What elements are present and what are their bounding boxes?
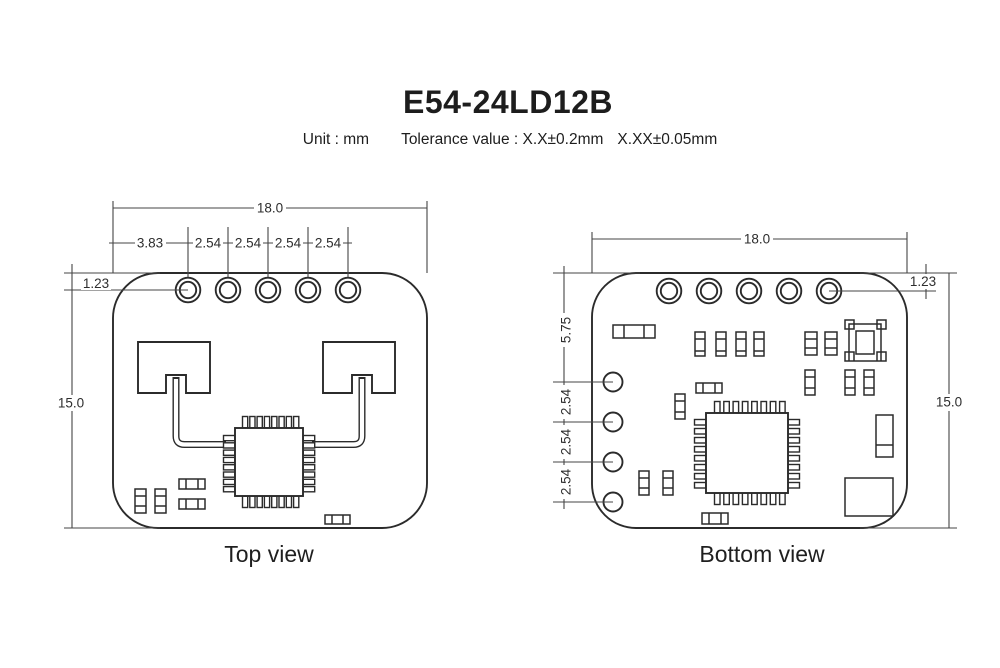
large-component bbox=[844, 477, 894, 517]
radar-ic-top bbox=[234, 427, 304, 497]
smd-component bbox=[674, 393, 686, 420]
smd-component bbox=[324, 514, 351, 525]
dim-chain: 2.54 bbox=[559, 468, 574, 495]
dim-hole-offset: 1.23 bbox=[910, 274, 936, 289]
smd-component bbox=[178, 498, 206, 510]
smd-component bbox=[638, 470, 650, 496]
crystal-oscillator bbox=[844, 319, 887, 362]
dim-pitch: 2.54 bbox=[235, 236, 262, 251]
smd-component bbox=[134, 488, 147, 514]
pcb-outline-bottom bbox=[591, 272, 908, 529]
unit-label: Unit : mm bbox=[302, 131, 370, 148]
dim-top-width: 18.0 bbox=[257, 201, 283, 216]
smd-component bbox=[804, 369, 816, 396]
smd-component bbox=[844, 369, 856, 396]
smd-component bbox=[178, 478, 206, 490]
smd-component bbox=[804, 331, 818, 356]
bottom-view-drawing: 18.0 5.75 2.54 2.54 2.54 bbox=[553, 232, 965, 529]
dim-bottom-width: 18.0 bbox=[744, 232, 770, 247]
dim-height: 15.0 bbox=[58, 396, 84, 411]
dimensions-top-view: 18.0 3.83 2.54 2.54 2.54 2.54 1.23 15.0 bbox=[56, 201, 428, 529]
dim-chain: 2.54 bbox=[559, 388, 574, 415]
smd-component bbox=[694, 331, 706, 357]
antenna-patch-right bbox=[322, 341, 396, 394]
antenna-patch-left bbox=[137, 341, 211, 394]
dim-chain: 5.75 bbox=[559, 317, 574, 343]
two-pad-component bbox=[875, 414, 894, 458]
pin-holes-top bbox=[174, 276, 362, 304]
tolerance-label: Tolerance value : X.X±0.2mm bbox=[401, 131, 604, 148]
tolerance-label-2: X.XX±0.05mm bbox=[617, 131, 718, 148]
page-title: E54-24LD12B bbox=[402, 84, 614, 120]
smd-component bbox=[735, 331, 747, 357]
smd-component bbox=[753, 331, 765, 357]
dimensions-bottom-view: 18.0 5.75 2.54 2.54 2.54 bbox=[553, 232, 965, 529]
top-view-caption: Top view bbox=[224, 541, 314, 567]
pin-holes-bottom bbox=[655, 277, 843, 305]
top-view-drawing: 18.0 3.83 2.54 2.54 2.54 2.54 1.23 15.0 bbox=[56, 201, 428, 529]
dim-pitch: 3.83 bbox=[137, 236, 163, 251]
bottom-view-caption: Bottom view bbox=[699, 541, 825, 567]
pcb-outline-top bbox=[112, 272, 428, 529]
radar-ic-bottom bbox=[705, 412, 789, 494]
dim-hole-offset: 1.23 bbox=[83, 276, 109, 291]
dim-chain: 2.54 bbox=[559, 428, 574, 455]
filter-component bbox=[612, 324, 656, 339]
dim-pitch: 2.54 bbox=[275, 236, 302, 251]
smd-component bbox=[824, 331, 838, 356]
smd-component bbox=[662, 470, 674, 496]
units-tolerance-note: Unit : mm Tolerance value : X.X±0.2mm X.… bbox=[303, 131, 718, 149]
smd-component bbox=[863, 369, 875, 396]
smd-component bbox=[154, 488, 167, 514]
smd-component bbox=[695, 382, 723, 394]
antenna-feed-traces bbox=[172, 377, 366, 448]
dim-height: 15.0 bbox=[936, 395, 962, 410]
dim-pitch: 2.54 bbox=[195, 236, 222, 251]
smd-component bbox=[715, 331, 727, 357]
dim-pitch: 2.54 bbox=[315, 236, 342, 251]
side-holes-bottom bbox=[602, 371, 624, 513]
smd-component bbox=[701, 512, 729, 525]
